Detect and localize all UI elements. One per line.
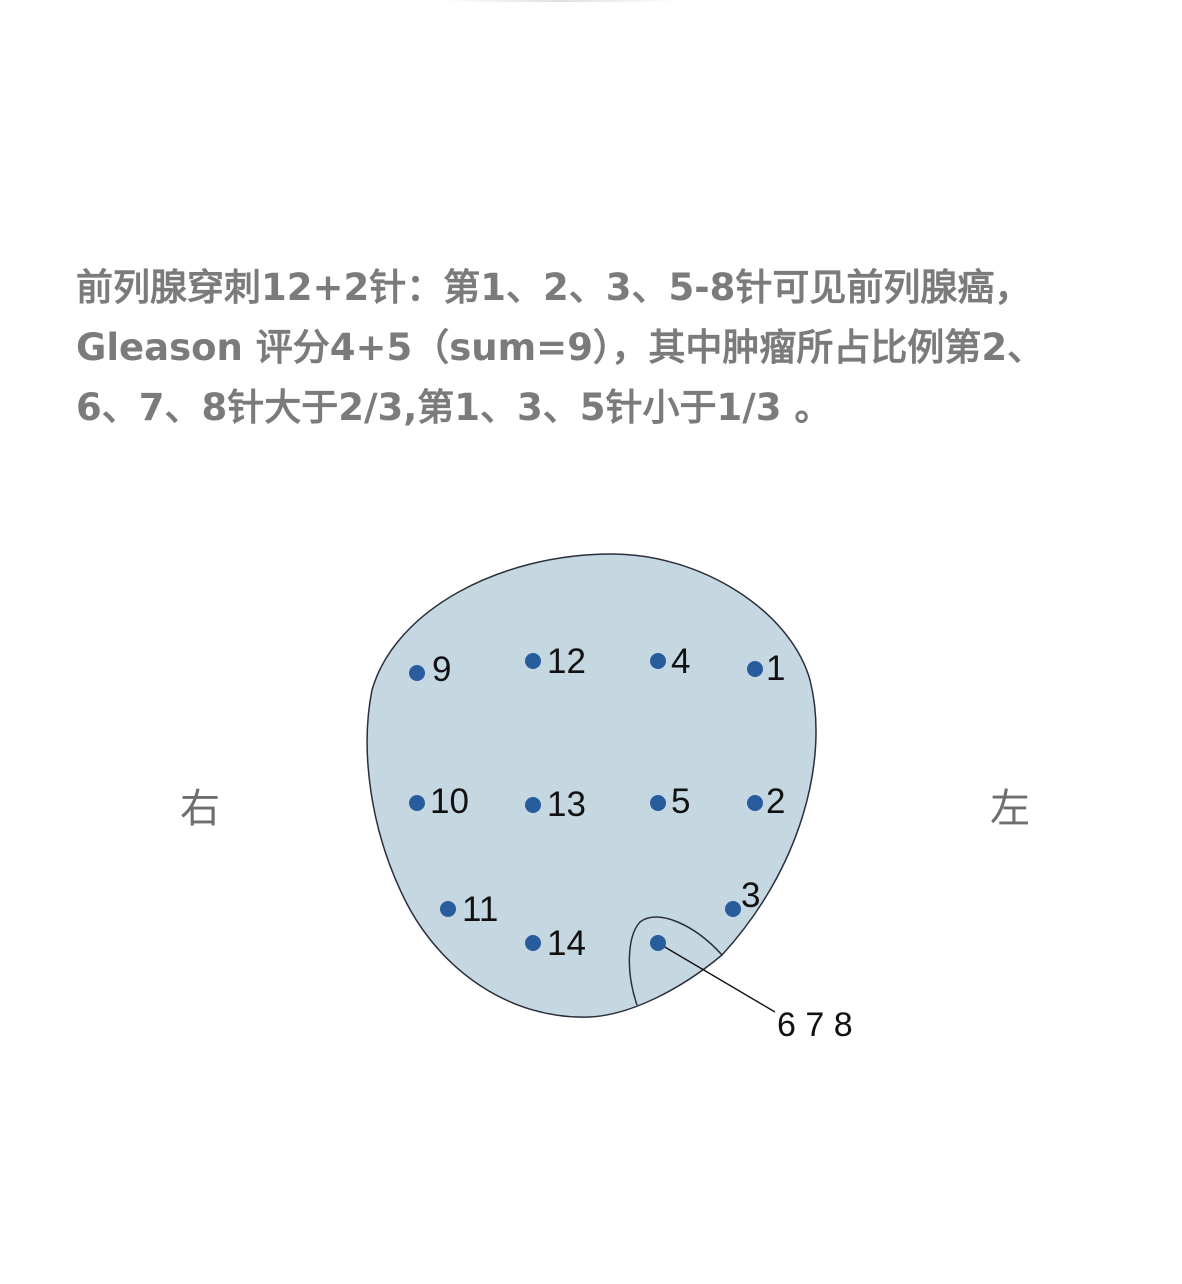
core-dot-11	[440, 901, 456, 917]
core-dot-14	[525, 935, 541, 951]
callout-label-6-7-8: 6 7 8	[777, 1006, 853, 1044]
core-dot-10	[409, 795, 425, 811]
core-label-9: 9	[432, 650, 451, 689]
right-side-label: 右	[180, 786, 220, 832]
top-divider	[440, 0, 680, 2]
core-label-1: 1	[766, 649, 785, 688]
core-dot-2	[747, 795, 763, 811]
core-label-5: 5	[671, 782, 690, 821]
report-line-1: 前列腺穿刺12+2针：第1、2、3、5-8针可见前列腺癌，	[76, 266, 1032, 309]
left-side-label: 左	[990, 786, 1030, 832]
core-label-14: 14	[547, 924, 586, 963]
core-dot-13	[525, 797, 541, 813]
report-line-3: 6、7、8针大于2/3,第1、3、5针小于1/3 。	[76, 386, 832, 429]
core-dot-1	[747, 661, 763, 677]
core-dot-6-7-8	[650, 935, 666, 951]
core-dot-4	[650, 653, 666, 669]
core-label-4: 4	[671, 642, 690, 681]
report-line-2: Gleason 评分4+5（sum=9），其中肿瘤所占比例第2、	[76, 326, 1045, 369]
core-label-13: 13	[547, 785, 586, 824]
callout-leader-line	[657, 942, 776, 1013]
core-dot-5	[650, 795, 666, 811]
core-dot-9	[409, 665, 425, 681]
biopsy-cores: 9 12 4 1 10 13 5 2 11 14 3	[409, 642, 785, 963]
biopsy-report-text: 前列腺穿刺12+2针：第1、2、3、5-8针可见前列腺癌， Gleason 评分…	[76, 258, 1116, 438]
tumor-lesion-outline	[628, 916, 723, 1006]
core-label-11: 11	[462, 890, 498, 929]
core-label-2: 2	[766, 782, 785, 821]
core-label-12: 12	[547, 642, 586, 681]
core-label-10: 10	[430, 782, 469, 821]
core-dot-3	[725, 901, 741, 917]
core-label-3: 3	[741, 876, 760, 915]
prostate-gland-outline	[366, 553, 817, 1018]
core-dot-12	[525, 653, 541, 669]
